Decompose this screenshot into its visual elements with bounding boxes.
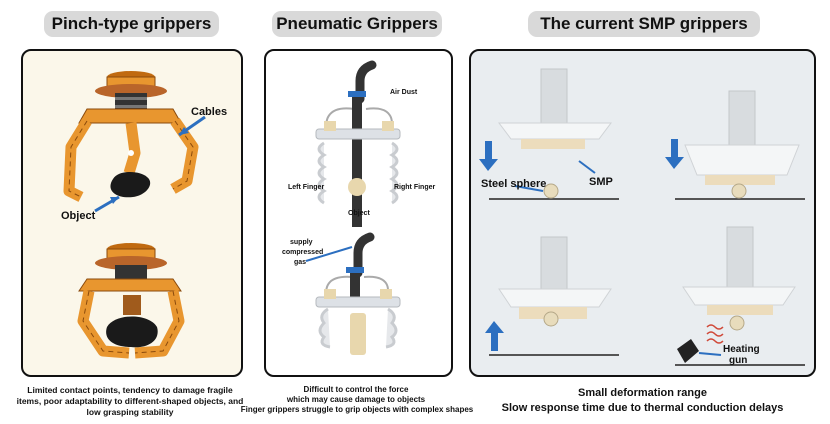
object-label: Object bbox=[61, 210, 96, 222]
steel-sphere-label: Steel sphere bbox=[481, 178, 546, 190]
pneumatic-title: Pneumatic Grippers bbox=[272, 11, 442, 37]
smp-caption-1: Small deformation range bbox=[578, 387, 707, 399]
pneumatic-caption-1: Difficult to control the force bbox=[303, 385, 409, 394]
heating-gun-icon bbox=[677, 339, 699, 363]
heating-label-2: gun bbox=[729, 355, 747, 366]
smp-label: SMP bbox=[589, 176, 613, 188]
supply-label-3: gas bbox=[294, 259, 306, 266]
smp-gripper-illustration: Steel sphere SMP bbox=[479, 68, 805, 366]
supply-label-1: supply bbox=[290, 239, 313, 246]
object-label-pneumatic: Object bbox=[348, 210, 370, 217]
smp-step-1 bbox=[479, 68, 619, 200]
heat-wave-icon bbox=[706, 324, 724, 344]
smp-step-2 bbox=[665, 90, 805, 200]
pneumatic-caption-2: which may cause damage to objects bbox=[286, 395, 426, 404]
open-gripper bbox=[63, 71, 206, 213]
cables-label: Cables bbox=[191, 106, 227, 118]
pneumatic-panel: Air Dust Left Finger Right Finger Object… bbox=[264, 49, 453, 377]
air-dust-label: Air Dust bbox=[390, 89, 418, 96]
pinch-gripper-illustration: Cables Object bbox=[61, 71, 227, 359]
pinch-title: Pinch-type grippers bbox=[44, 11, 219, 37]
smp-title: The current SMP grippers bbox=[528, 11, 760, 37]
right-finger-label: Right Finger bbox=[394, 184, 435, 191]
closed-gripper bbox=[77, 243, 185, 359]
pneumatic-caption-3: Finger grippers struggle to grip objects… bbox=[240, 405, 474, 414]
smp-step-3 bbox=[485, 236, 619, 356]
left-finger-label: Left Finger bbox=[288, 184, 324, 191]
supply-label-2: compressed bbox=[282, 249, 323, 256]
smp-panel: Steel sphere SMP bbox=[469, 49, 816, 377]
smp-step-4 bbox=[675, 226, 805, 366]
heating-label-1: Heating bbox=[723, 344, 760, 355]
pneumatic-gripper-bottom bbox=[305, 232, 401, 355]
smp-caption-2: Slow response time due to thermal conduc… bbox=[501, 402, 784, 414]
pneumatic-gripper-top bbox=[315, 60, 401, 227]
pinch-caption: Limited contact points, tendency to dama… bbox=[16, 385, 244, 417]
pneumatic-gripper-illustration: Air Dust Left Finger Right Finger Object… bbox=[282, 60, 435, 355]
pinch-panel: Cables Object bbox=[21, 49, 243, 377]
